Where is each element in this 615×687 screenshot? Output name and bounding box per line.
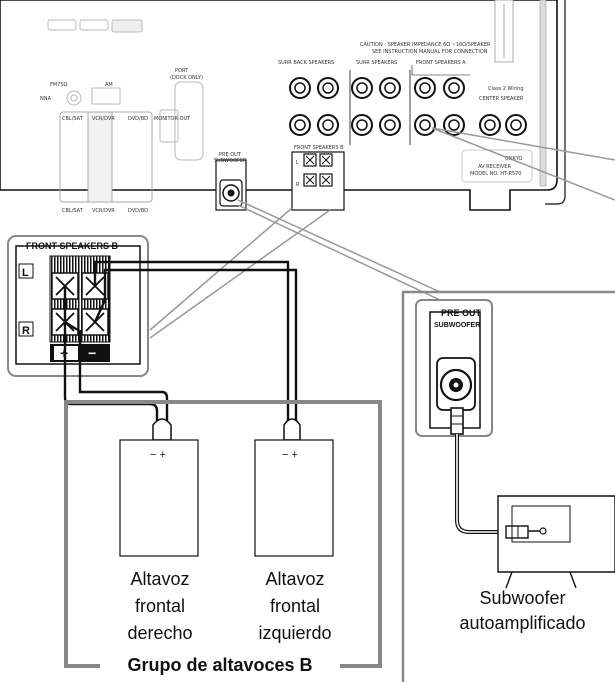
left-speaker-caption-1: Altavoz bbox=[265, 569, 325, 589]
surr-back-label: SURR BACK SPEAKERS bbox=[278, 60, 334, 66]
zoom-b-l: L bbox=[22, 267, 29, 279]
subwoofer-caption-2: autoamplificado bbox=[459, 613, 586, 633]
zoom-b-minus: − bbox=[88, 345, 96, 361]
front-speakers-b-zoom: FRONT SPEAKERS B L R + − bbox=[7, 235, 149, 377]
panel-front-b-terminals bbox=[303, 153, 333, 187]
dvd-bd-label: DVD/BD bbox=[128, 116, 148, 122]
right-speaker-polarity: − + bbox=[150, 449, 166, 461]
speaker-terminal-grid bbox=[289, 77, 527, 136]
zoom-b-terminals bbox=[51, 272, 109, 336]
left-speaker-caption-3: izquierdo bbox=[258, 623, 332, 643]
wire-ends bbox=[152, 418, 301, 441]
left-speaker-polarity: − + bbox=[282, 449, 298, 461]
right-speaker-box bbox=[119, 439, 199, 557]
panel-subwoofer-label: SUBWOOFER bbox=[214, 158, 247, 164]
front-a-label: FRONT SPEAKERS A bbox=[416, 60, 466, 66]
sub-zoom-label-1: PRE OUT bbox=[441, 308, 482, 318]
right-speaker-caption-2: frontal bbox=[134, 596, 186, 616]
right-speaker-caption-3: derecho bbox=[127, 623, 193, 643]
panel-front-b-r: R bbox=[296, 182, 300, 188]
center-label: CENTER SPEAKER bbox=[479, 96, 524, 102]
left-speaker-caption: Altavoz frontal izquierdo bbox=[240, 566, 350, 647]
panel-front-b-label: FRONT SPEAKERS B bbox=[294, 145, 344, 151]
speaker-group-label: Grupo de altavoces B bbox=[127, 655, 313, 675]
subwoofer-unit bbox=[497, 495, 615, 589]
subwoofer-zone-frame bbox=[401, 290, 615, 682]
dock-only-label: (DOCK ONLY) bbox=[170, 75, 203, 81]
caution-text: CAUTION : SPEAKER IMPEDANCE 6Ω ~16Ω/SPEA… bbox=[360, 42, 491, 48]
fm-label: FM75Ω bbox=[50, 82, 68, 88]
monitor-out-label: MONITOR OUT bbox=[154, 116, 191, 122]
left-speaker-caption-2: frontal bbox=[269, 596, 321, 616]
subwoofer-caption: Subwoofer autoamplificado bbox=[430, 586, 615, 636]
right-speaker-caption: Altavoz frontal derecho bbox=[105, 566, 215, 647]
caution-subtext: SEE INSTRUCTION MANUAL FOR CONNECTION bbox=[372, 49, 488, 55]
class2-label: Class 2 Wiring bbox=[488, 86, 524, 92]
am-label: AM bbox=[105, 82, 113, 88]
sub-plug bbox=[450, 407, 464, 435]
panel-front-b-l: L bbox=[296, 160, 299, 166]
sub-zoom-label-2: SUBWOOFER bbox=[434, 322, 480, 329]
cbl-sat-label-bottom: CBL/SAT bbox=[62, 208, 84, 214]
model-line1: AV RECEIVER bbox=[478, 164, 511, 170]
panel-pre-out-label: PRE OUT bbox=[219, 152, 242, 158]
group-label-backing bbox=[100, 653, 340, 679]
panel-front-b-outline bbox=[291, 151, 345, 211]
subwoofer-caption-1: Subwoofer bbox=[479, 588, 566, 608]
model-line2: MODEL NO. HT-R570 bbox=[470, 171, 521, 177]
left-speaker-box bbox=[254, 439, 334, 557]
dvd-bd-label-bottom: DVD/BD bbox=[128, 208, 148, 214]
brand-label: ONKYO bbox=[505, 156, 523, 162]
surr-label: SURR SPEAKERS bbox=[356, 60, 397, 66]
zoom-b-r: R bbox=[22, 325, 30, 337]
zoom-b-title: FRONT SPEAKERS B bbox=[26, 241, 119, 251]
vcr-dvr-label-bottom: VCR/DVR bbox=[92, 208, 115, 214]
antenna-label: NNA bbox=[40, 96, 51, 102]
vcr-dvr-label: VCR/DVR bbox=[92, 116, 115, 122]
port-label: PORT bbox=[175, 68, 189, 74]
cbl-sat-label: CBL/SAT bbox=[62, 116, 84, 122]
receiver-back-panel: FM75Ω AM NNA CBL/SAT VCR/DVR DVD/BD MONI… bbox=[0, 0, 566, 214]
right-speaker-caption-1: Altavoz bbox=[130, 569, 190, 589]
